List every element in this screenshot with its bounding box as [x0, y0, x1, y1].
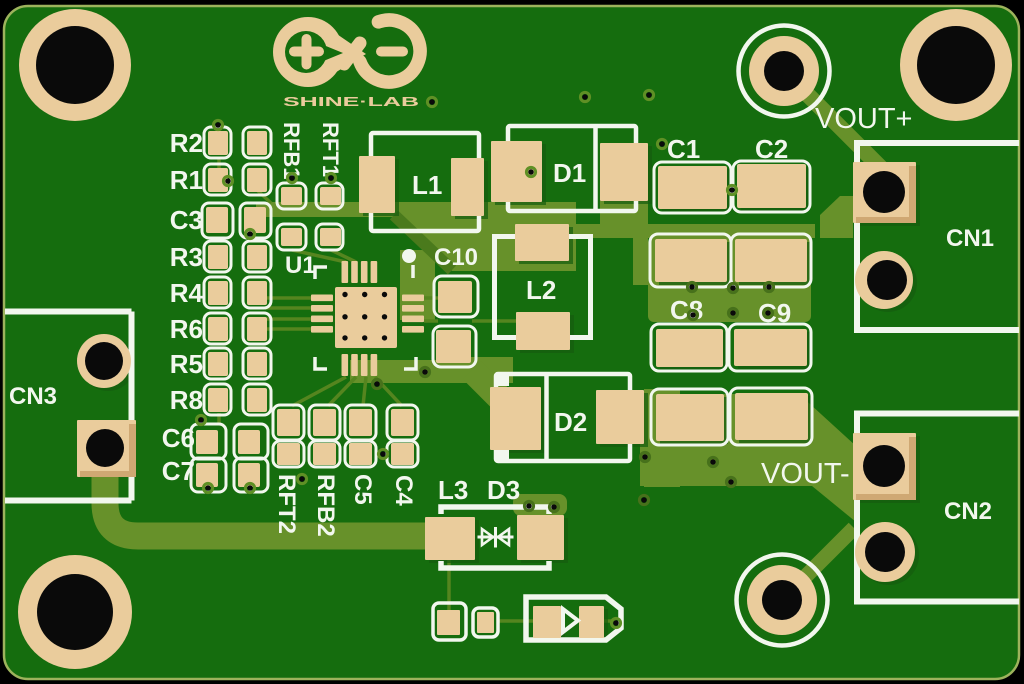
svg-text:VOUT-: VOUT- [761, 458, 850, 490]
svg-text:U1: U1 [285, 252, 316, 279]
svg-text:CN3: CN3 [9, 383, 57, 410]
svg-text:CN2: CN2 [944, 498, 992, 525]
svg-text:L2: L2 [526, 275, 556, 305]
svg-text:RFT1: RFT1 [318, 122, 343, 177]
svg-text:C6: C6 [162, 423, 195, 453]
svg-text:RFT2: RFT2 [273, 474, 300, 534]
svg-text:VOUT+: VOUT+ [815, 103, 913, 135]
svg-text:RFB2: RFB2 [312, 474, 339, 537]
svg-text:R8: R8 [170, 385, 203, 415]
svg-text:D1: D1 [553, 158, 586, 188]
svg-text:C5: C5 [349, 474, 376, 505]
svg-text:D2: D2 [554, 407, 587, 437]
svg-text:C7: C7 [162, 456, 195, 486]
svg-text:R1: R1 [170, 165, 203, 195]
svg-text:C8: C8 [670, 295, 703, 325]
svg-text:R5: R5 [170, 349, 203, 379]
svg-text:CN1: CN1 [946, 225, 994, 252]
svg-text:RFB1: RFB1 [279, 122, 304, 179]
svg-text:SHINE·LAB: SHINE·LAB [283, 94, 419, 109]
svg-text:D3: D3 [487, 475, 520, 505]
svg-text:C4: C4 [390, 475, 417, 506]
svg-text:L1: L1 [412, 170, 442, 200]
svg-text:R3: R3 [170, 242, 203, 272]
svg-text:C3: C3 [170, 205, 203, 235]
svg-text:C10: C10 [434, 244, 478, 271]
svg-text:C2: C2 [755, 134, 788, 164]
svg-text:L3: L3 [438, 475, 468, 505]
svg-text:R4: R4 [170, 278, 204, 308]
svg-text:R6: R6 [170, 314, 203, 344]
svg-text:R2: R2 [170, 128, 203, 158]
svg-text:C1: C1 [667, 134, 700, 164]
